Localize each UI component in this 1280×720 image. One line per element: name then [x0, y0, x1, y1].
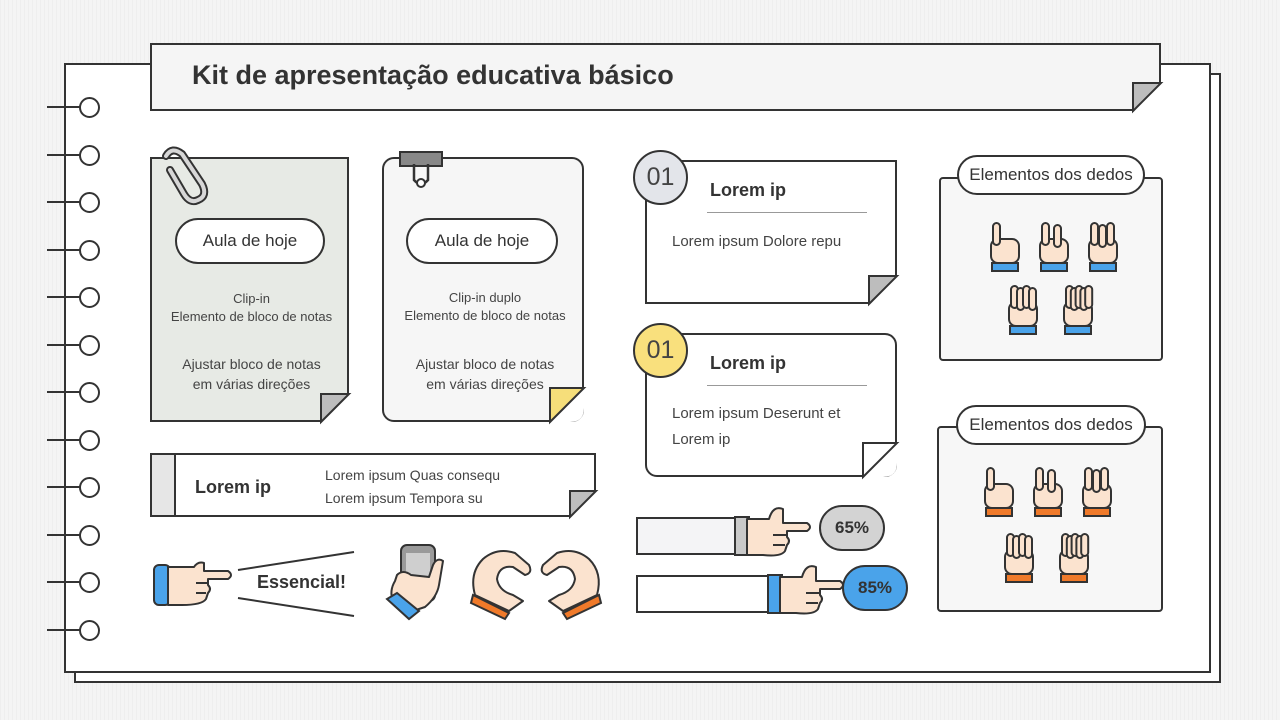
paperclip-icon	[162, 146, 209, 206]
card-text: Lorem ipsum Dolore repu	[672, 233, 842, 250]
note-card-clip: Aula de hoje Clip-in Elemento de bloco d…	[150, 157, 352, 425]
spiral-wire	[47, 201, 89, 203]
counting-fingers-icon	[984, 467, 1112, 583]
note-desc: Ajustar bloco de notas	[415, 356, 555, 372]
spiral-ring	[79, 572, 100, 593]
pointing-hand-icon	[153, 561, 232, 606]
finger-elements-box	[939, 177, 1163, 361]
corner-fold-icon	[320, 393, 352, 425]
spiral-wire	[47, 343, 89, 346]
card-divider	[707, 385, 867, 386]
spiral-wire	[47, 391, 89, 393]
callout-lines	[237, 551, 355, 617]
progress-percent-badge: 85%	[842, 565, 908, 611]
card-title: Lorem ip	[710, 353, 787, 373]
pointing-hand-icon	[767, 565, 844, 615]
finger-box-label: Elementos dos dedos	[956, 405, 1146, 445]
card-divider	[707, 212, 867, 213]
finger-hand	[1004, 533, 1034, 583]
spiral-ring	[79, 524, 100, 546]
note-line: Clip-in	[233, 291, 270, 306]
note-pill: Aula de hoje	[175, 218, 325, 264]
card-title: Lorem ip	[710, 180, 787, 200]
spiral-wire	[47, 106, 89, 108]
callout-text: Essencial!	[257, 572, 347, 592]
pointing-hand-icon	[734, 507, 811, 557]
note-desc: Ajustar bloco de notas	[182, 356, 321, 372]
banner-tab	[152, 455, 176, 515]
finger-hand	[1088, 222, 1118, 272]
spiral-ring	[79, 429, 100, 451]
note-line: Elemento de bloco de notas	[404, 308, 566, 323]
finger-hand	[1059, 533, 1090, 583]
finger-hand	[1063, 285, 1094, 335]
finger-elements-box	[937, 426, 1163, 612]
corner-fold-icon	[1132, 82, 1164, 114]
spiral-ring	[79, 97, 100, 118]
note-pill: Aula de hoje	[406, 218, 558, 264]
finger-hand	[1008, 285, 1038, 335]
finger-hand	[990, 222, 1020, 272]
binder-clip-icon	[399, 151, 443, 188]
spiral-ring	[79, 287, 100, 308]
heart-hands-icon	[469, 550, 603, 621]
banner-title: Lorem ip	[195, 477, 272, 497]
note-line: Clip-in duplo	[448, 290, 522, 305]
phone-hand-icon	[385, 544, 444, 621]
corner-fold-icon	[868, 275, 900, 307]
finger-hand	[1033, 467, 1063, 517]
spiral-ring	[79, 477, 100, 498]
spiral-wire	[47, 248, 89, 251]
spiral-wire	[47, 438, 89, 441]
note-card-binder: Aula de hoje Clip-in duplo Elemento de b…	[382, 157, 587, 425]
finger-hand	[1082, 467, 1112, 517]
spiral-ring	[79, 382, 100, 403]
corner-fold-icon	[862, 442, 900, 480]
corner-fold-icon	[569, 490, 599, 520]
spiral-ring	[79, 192, 100, 213]
banner-text: Lorem ipsum Quas consequ	[325, 467, 501, 483]
card-text: Lorem ip	[672, 431, 731, 448]
spiral-ring	[79, 239, 100, 261]
counting-fingers-icon	[990, 222, 1118, 335]
progress-bar	[636, 575, 776, 613]
finger-box-label: Elementos dos dedos	[957, 155, 1145, 195]
note-desc: em várias direções	[426, 376, 544, 392]
note-desc: em várias direções	[192, 376, 311, 392]
spiral-wire	[47, 581, 89, 583]
progress-percent-badge: 65%	[819, 505, 885, 551]
card-text: Lorem ipsum Deserunt et	[672, 405, 841, 422]
page-title: Kit de apresentação educativa básico	[192, 60, 674, 90]
step-number-circle: 01	[633, 323, 688, 378]
note-line: Elemento de bloco de notas	[170, 309, 333, 324]
progress-bar	[636, 517, 743, 555]
spiral-ring	[79, 334, 100, 356]
spiral-wire	[47, 486, 89, 488]
spiral-wire	[47, 628, 89, 631]
step-number-circle: 01	[633, 150, 688, 205]
spiral-ring	[79, 619, 100, 641]
title-banner	[150, 43, 1164, 114]
corner-fold-icon	[549, 387, 587, 425]
banner-text: Lorem ipsum Tempora su	[325, 490, 483, 506]
finger-hand	[984, 467, 1014, 517]
spiral-wire	[47, 533, 89, 536]
spiral-wire	[47, 153, 89, 156]
spiral-wire	[47, 296, 89, 298]
banner-bar: Lorem ip Lorem ipsum Quas consequ Lorem …	[150, 453, 599, 520]
spiral-ring	[79, 144, 100, 166]
finger-hand	[1039, 222, 1069, 272]
